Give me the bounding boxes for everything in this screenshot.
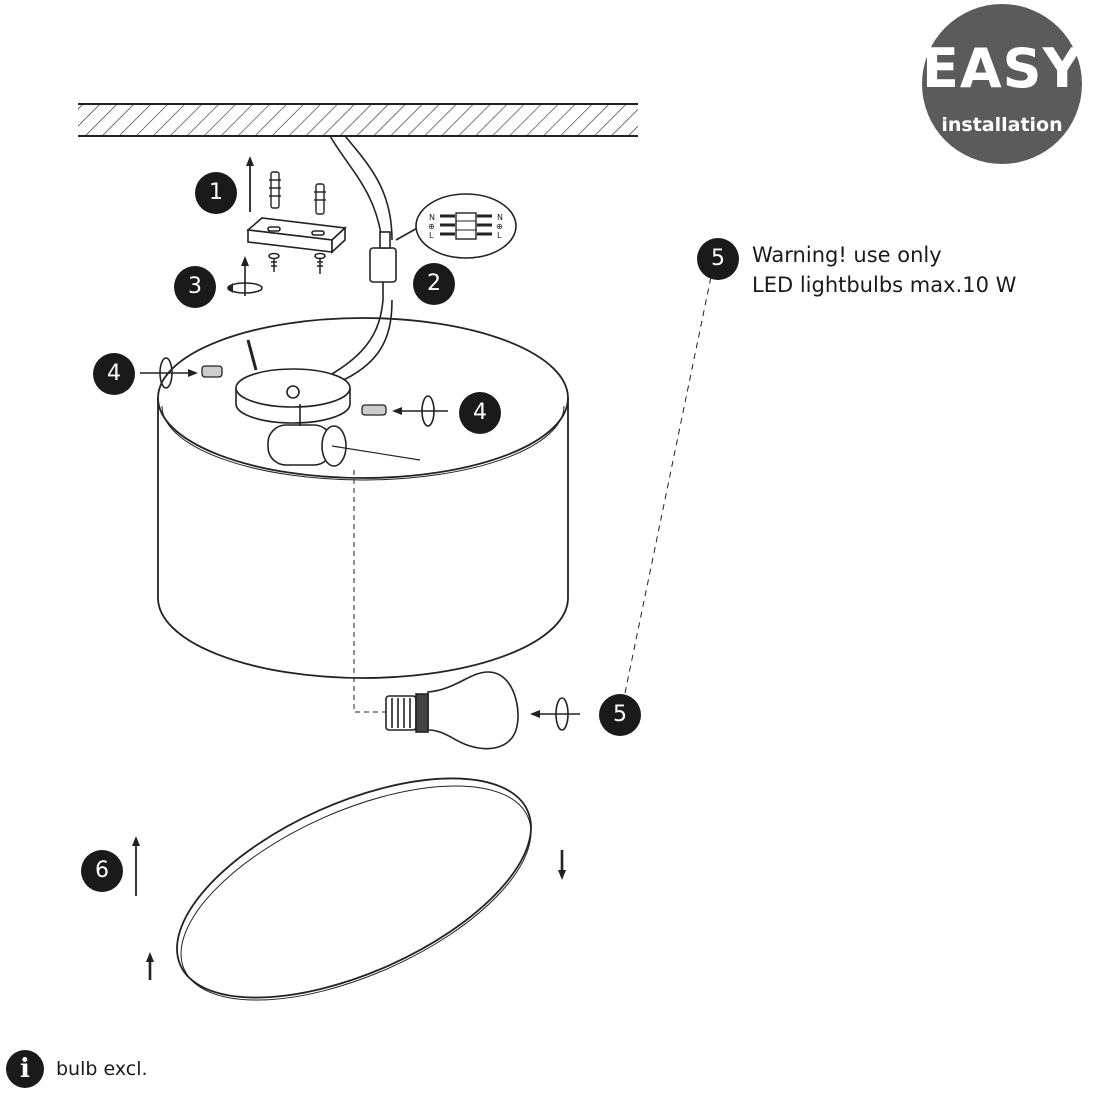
- mains-cable: [329, 135, 393, 241]
- lamp-holder: [267, 404, 421, 467]
- arrow-down-icon: [558, 850, 566, 880]
- terminal-label-n-right: N: [497, 213, 503, 222]
- light-bulb: [385, 671, 519, 750]
- arrow-up-icon: [246, 156, 254, 212]
- terminal-label-l: L: [429, 231, 434, 240]
- step-marker-5: 5: [599, 694, 641, 736]
- diffuser-glass: [176, 777, 532, 1001]
- side-screw-icon: [201, 365, 387, 416]
- warning-line-1: Warning! use only: [752, 243, 942, 267]
- terminal-label-l-right: L: [497, 231, 502, 240]
- rotate-arrow-icon: [227, 256, 263, 296]
- screw-icon: [268, 252, 326, 274]
- badge-title: EASY: [922, 37, 1083, 100]
- canopy-plate: [235, 339, 351, 424]
- step-marker-2: 2: [413, 263, 455, 305]
- lamp-shade: [157, 317, 569, 679]
- mounting-bracket: [246, 217, 347, 254]
- bulb-warning: Warning! use only LED lightbulbs max.10 …: [752, 240, 1016, 300]
- terminal-label-earth-right: ⊕: [496, 222, 503, 231]
- terminal-block: [369, 221, 429, 300]
- footer-text: bulb excl.: [56, 1058, 148, 1080]
- terminal-label-n: N: [429, 213, 435, 222]
- bulb-guide-line: [353, 470, 392, 713]
- wall-plug-icon: [269, 171, 326, 215]
- step-marker-4-right: 4: [459, 392, 501, 434]
- warning-line-2: LED lightbulbs max.10 W: [752, 273, 1017, 297]
- step-marker-1: 1: [195, 172, 237, 214]
- ceiling: [78, 103, 638, 137]
- badge-subtitle: installation: [941, 114, 1063, 136]
- warning-leader-line: [624, 271, 713, 694]
- wiring-callout: N ⊕ L N ⊕ L: [415, 193, 517, 259]
- info-icon: i: [6, 1050, 44, 1088]
- rotate-arrow-icon: [530, 697, 580, 731]
- easy-installation-badge: EASY installation: [922, 4, 1082, 164]
- terminal-label-earth: ⊕: [428, 222, 435, 231]
- step-marker-3: 3: [174, 266, 216, 308]
- step-marker-5-warning: 5: [697, 238, 739, 280]
- step-marker-6: 6: [81, 850, 123, 892]
- rotate-arrow-icon: [140, 357, 448, 427]
- step-marker-4-left: 4: [93, 353, 135, 395]
- arrow-up-icon: [132, 836, 154, 980]
